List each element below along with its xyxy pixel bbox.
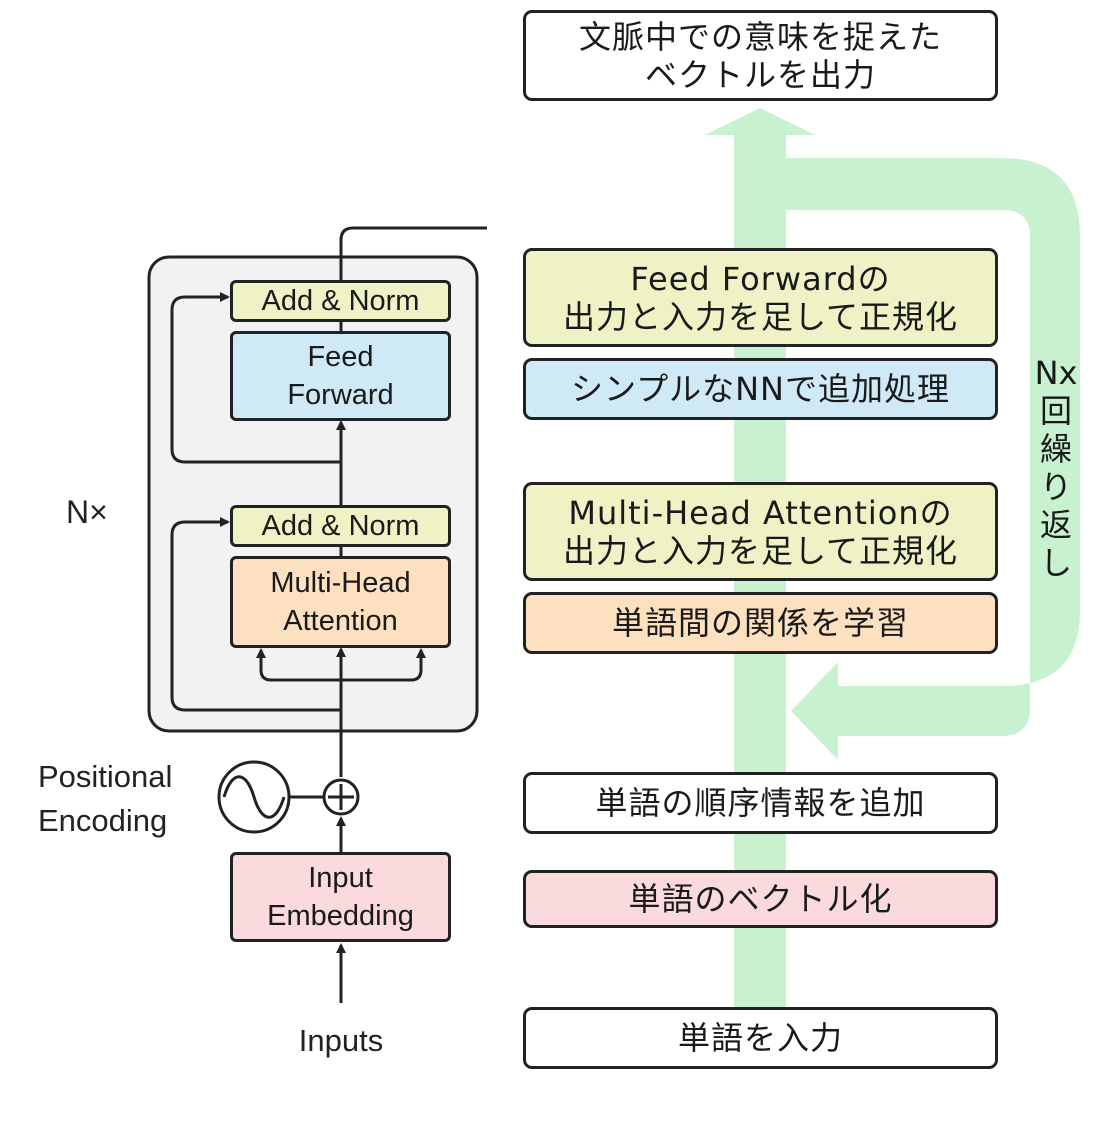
positional-explanation-box: 単語の順序情報を追加 [523, 772, 998, 834]
ff-add-norm-line1: Feed Forwardの [630, 259, 891, 298]
input-explanation-box: 単語を入力 [523, 1007, 998, 1069]
attn-add-norm-explanation-box: Multi-Head Attentionの 出力と入力を足して正規化 [523, 482, 998, 581]
output-line [339, 226, 487, 281]
output-line1: 文脈中での意味を捉えた [578, 17, 942, 56]
positional-line1: Positional [38, 759, 173, 794]
positional-explanation: 単語の順序情報を追加 [595, 784, 926, 822]
attention-line2: Attention [283, 605, 398, 637]
positional-encoding-label: Positional Encoding [38, 755, 172, 843]
attention-input-fan [259, 650, 423, 682]
input-explanation: 単語を入力 [677, 1019, 843, 1057]
feed-forward-explanation: シンプルなNNで追加処理 [571, 370, 950, 408]
add-circle-icon [322, 778, 360, 816]
repeat-count-label: N× [66, 494, 108, 530]
sine-wave-icon [217, 760, 324, 834]
inputs-label: Inputs [298, 1023, 384, 1058]
input-embedding-box: Input Embedding [230, 852, 451, 942]
residual-connection-ff [170, 292, 341, 464]
embedding-explanation-box: 単語のベクトル化 [523, 870, 998, 928]
output-line2: ベクトルを出力 [644, 55, 876, 94]
repeat-loop-arrow [786, 158, 1080, 760]
attention-explanation-box: 単語間の関係を学習 [523, 592, 998, 654]
feed-forward-explanation-box: シンプルなNNで追加処理 [523, 358, 998, 420]
attn-add-norm-line1: Multi-Head Attentionの [568, 493, 953, 532]
ff-add-norm-explanation-box: Feed Forwardの 出力と入力を足して正規化 [523, 248, 998, 347]
embedding-explanation: 単語のベクトル化 [628, 880, 893, 918]
output-explanation-box: 文脈中での意味を捉えた ベクトルを出力 [523, 10, 998, 101]
feed-forward-line1: Feed [307, 341, 374, 373]
residual-connection-attention [170, 517, 341, 712]
embedding-line1: Input [308, 862, 373, 894]
feed-forward-line2: Forward [287, 379, 394, 411]
add-norm-bottom-label: Add & Norm [261, 510, 420, 542]
attention-explanation: 単語間の関係を学習 [611, 604, 909, 642]
attention-line1: Multi-Head [270, 567, 411, 599]
add-norm-bottom-box: Add & Norm [230, 505, 451, 547]
repeat-explanation-label: Nx回繰り返し [1034, 354, 1078, 582]
add-norm-top-label: Add & Norm [261, 285, 420, 317]
feed-forward-box: Feed Forward [230, 331, 451, 421]
encoder-block [147, 255, 479, 733]
attn-add-norm-line2: 出力と入力を足して正規化 [562, 531, 959, 570]
positional-line2: Encoding [38, 803, 168, 838]
multi-head-attention-box: Multi-Head Attention [230, 556, 451, 648]
add-norm-top-box: Add & Norm [230, 280, 451, 322]
embedding-line2: Embedding [267, 900, 414, 932]
ff-add-norm-line2: 出力と入力を足して正規化 [562, 297, 959, 336]
